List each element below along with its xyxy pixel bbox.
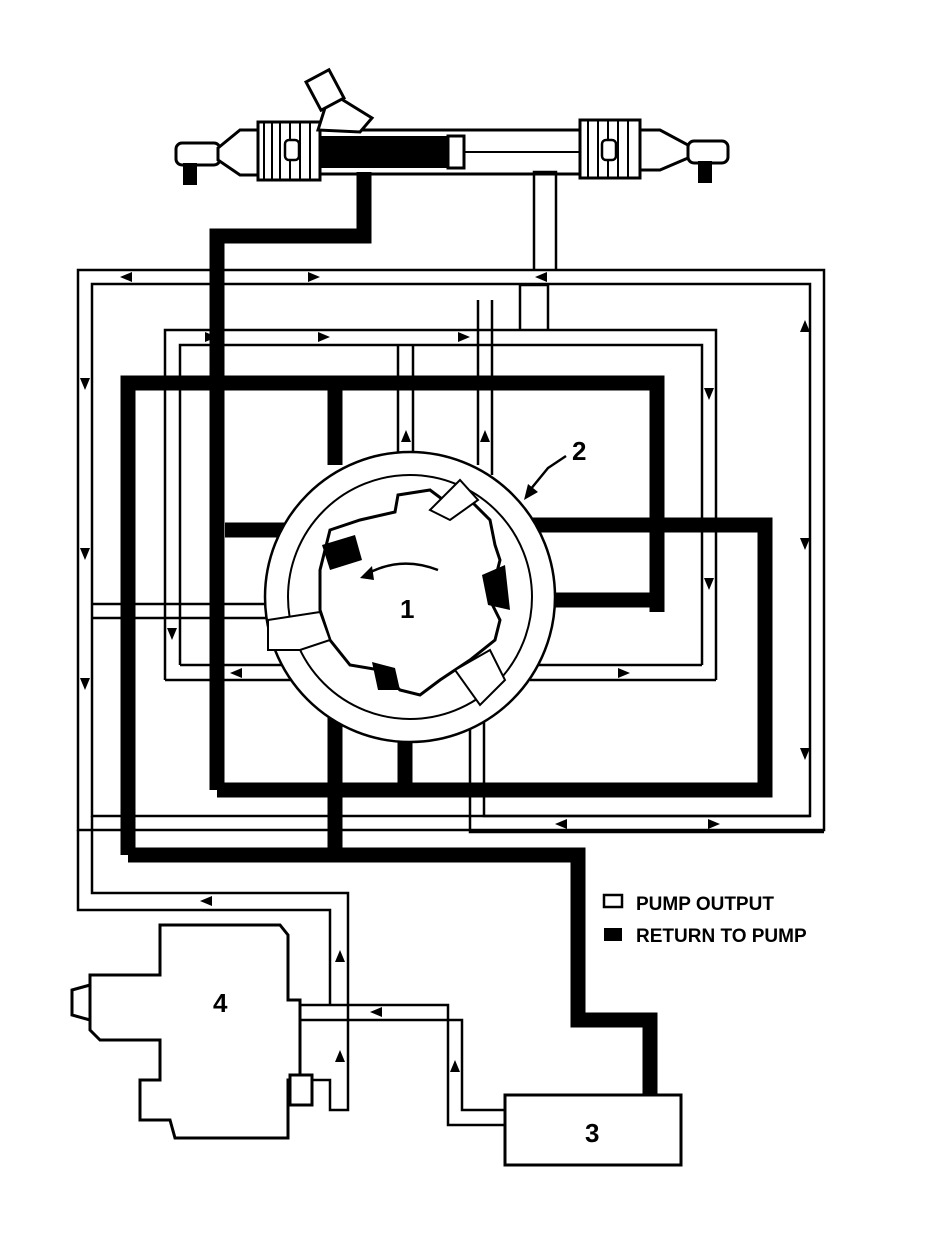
legend-swatch-return bbox=[604, 928, 622, 941]
return-lines bbox=[120, 172, 773, 1095]
pump: 4 bbox=[70, 923, 314, 1140]
pump-output-lines bbox=[76, 170, 826, 1127]
legend-pump-output: PUMP OUTPUT bbox=[636, 894, 774, 915]
rotary-valve: 1 2 bbox=[263, 436, 586, 744]
legend-return-to-pump: RETURN TO PUMP bbox=[636, 926, 807, 947]
legend: PUMP OUTPUT RETURN TO PUMP bbox=[602, 893, 807, 947]
legend-swatch-pump-output bbox=[602, 893, 624, 909]
flow-arrows bbox=[80, 272, 810, 1072]
valve-body-label: 2 bbox=[572, 436, 586, 466]
steering-rack bbox=[174, 67, 730, 185]
pump-label: 4 bbox=[213, 988, 228, 1018]
cooler: 3 bbox=[503, 1093, 683, 1167]
cooler-label: 3 bbox=[585, 1118, 599, 1148]
rotor-label: 1 bbox=[400, 594, 414, 624]
